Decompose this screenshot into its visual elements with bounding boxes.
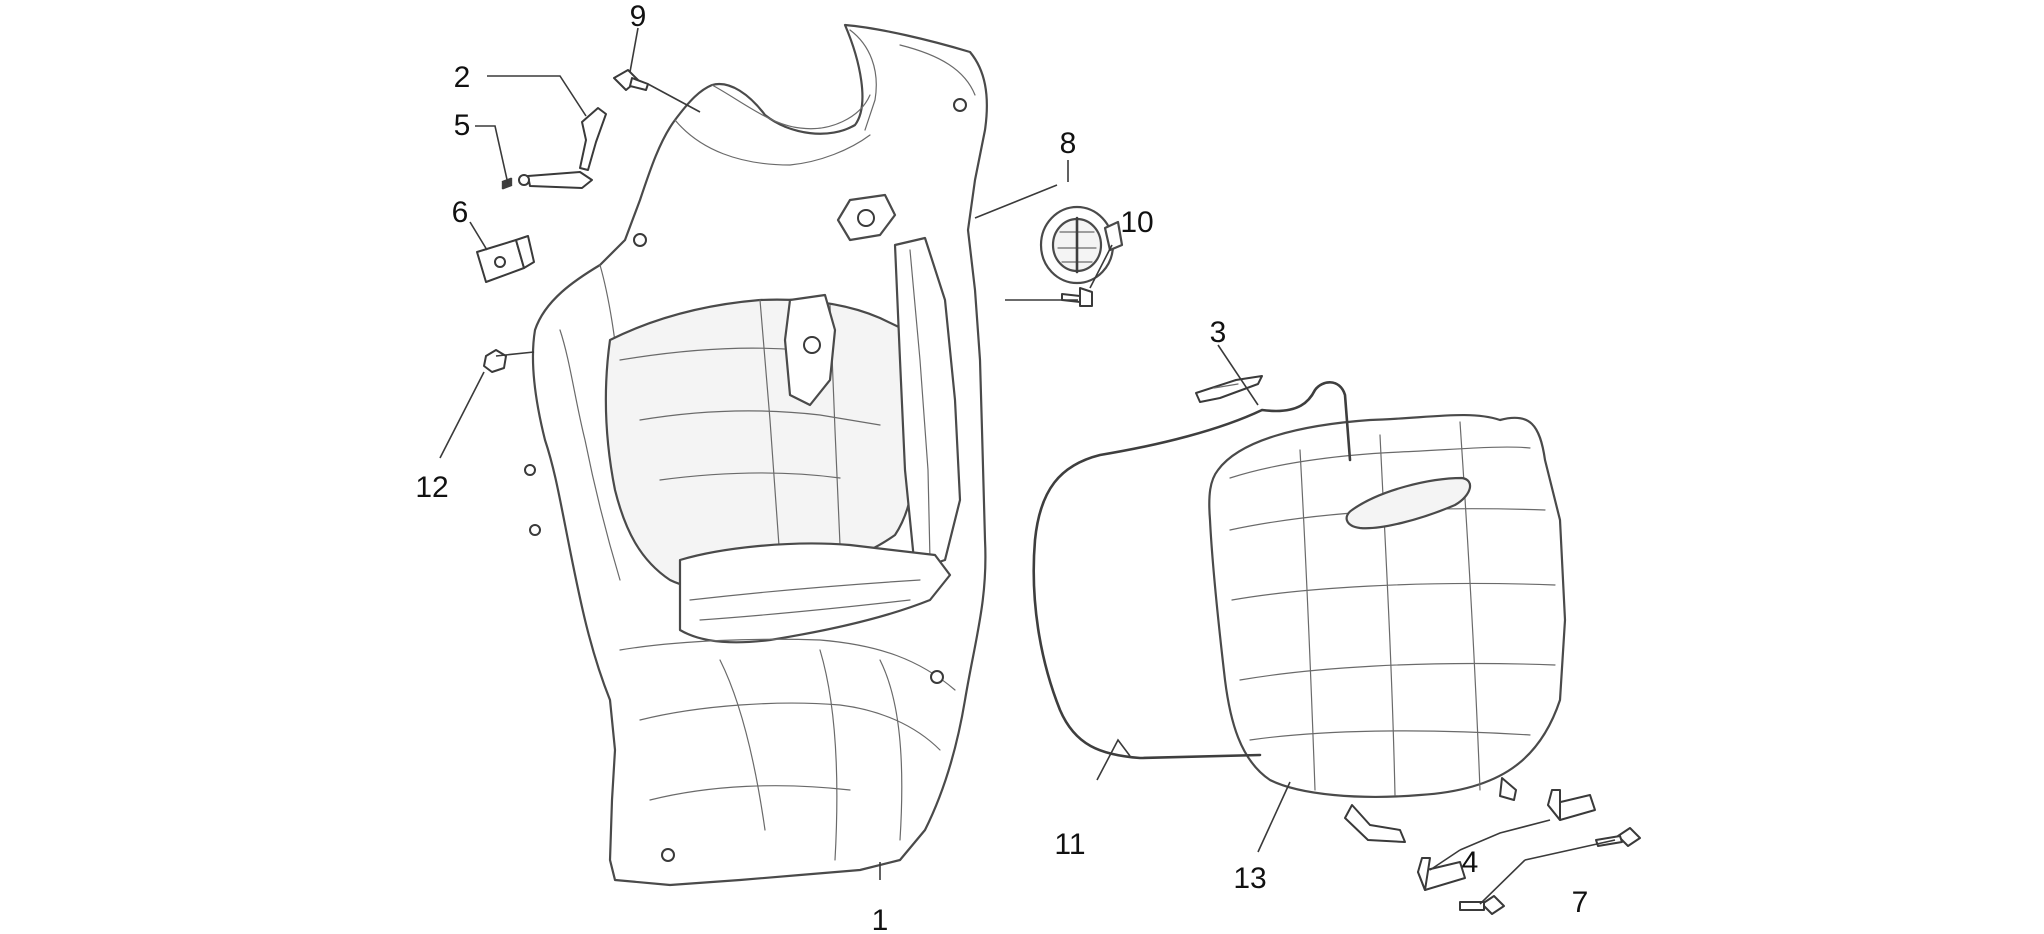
- screw-10: [1061, 287, 1093, 307]
- seal-11: [1032, 381, 1352, 760]
- glovebox-door-13: [1208, 414, 1567, 843]
- callout-1: 1: [872, 904, 889, 934]
- clip-6: [476, 235, 535, 283]
- callout-5: 5: [454, 109, 471, 142]
- callout-11: 11: [1054, 828, 1085, 861]
- nut-12: [483, 349, 507, 373]
- callout-labels: 1 2 3 4 5 6 7 8 9 10 11 12 13: [415, 0, 1588, 934]
- callout-2: 2: [454, 61, 471, 94]
- leader-lines: [439, 27, 1616, 905]
- callout-4: 4: [1462, 846, 1479, 879]
- callout-8: 8: [1060, 127, 1077, 160]
- lock-knob-8: [1039, 205, 1124, 285]
- bracket-4-upper: [1547, 789, 1596, 821]
- hook-2: [527, 107, 607, 189]
- callout-7: 7: [1572, 886, 1589, 919]
- screw-9: [613, 69, 649, 91]
- callout-3: 3: [1210, 316, 1227, 349]
- spring-5: [501, 174, 530, 190]
- callout-9: 9: [630, 0, 647, 33]
- screw-7-lower: [1459, 895, 1505, 915]
- callout-12: 12: [415, 471, 448, 504]
- leg-shield-panel: [524, 23, 988, 887]
- callout-13: 13: [1233, 862, 1266, 895]
- callout-10: 10: [1120, 206, 1153, 239]
- clip-3: [1195, 375, 1263, 403]
- bracket-4-lower: [1417, 857, 1466, 891]
- callout-6: 6: [452, 196, 469, 229]
